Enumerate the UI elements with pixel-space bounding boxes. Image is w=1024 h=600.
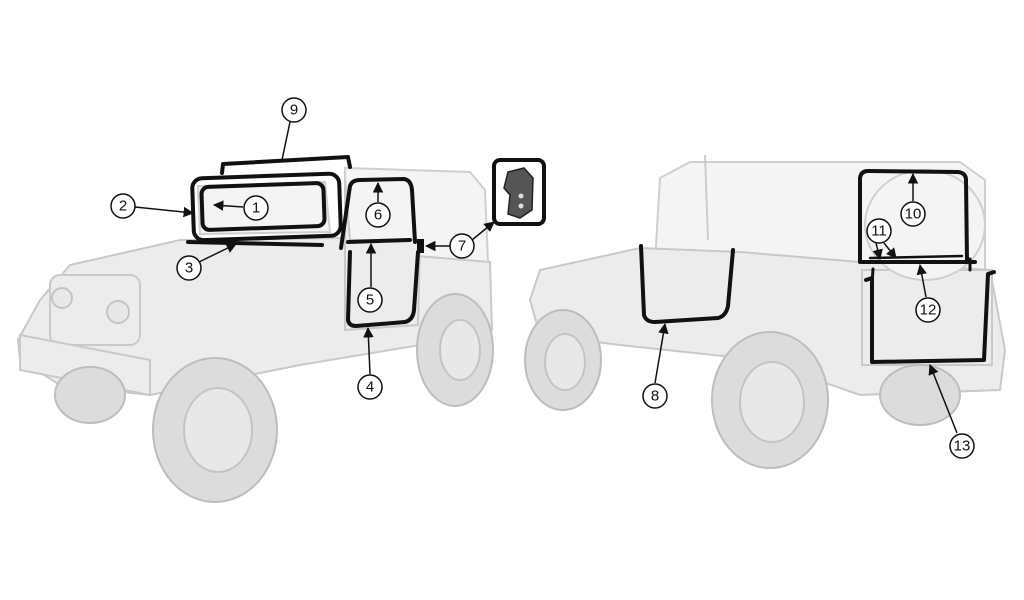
- part-inset-image: [503, 167, 534, 219]
- svg-text:3: 3: [185, 260, 193, 277]
- svg-text:2: 2: [119, 198, 127, 215]
- svg-text:12: 12: [920, 302, 937, 319]
- callout-6: 6: [365, 202, 391, 228]
- callout-5: 5: [357, 287, 383, 313]
- svg-text:7: 7: [458, 238, 466, 255]
- callout-4: 4: [357, 374, 383, 400]
- callout-2: 2: [110, 193, 136, 219]
- svg-text:11: 11: [871, 223, 887, 240]
- door-belt-seal: [346, 238, 412, 244]
- svg-text:1: 1: [252, 200, 260, 217]
- cowl-seal: [186, 240, 324, 247]
- door-lower-seal: [346, 250, 420, 328]
- svg-text:8: 8: [651, 388, 659, 405]
- callout-1: 1: [243, 195, 269, 221]
- callout-8: 8: [642, 383, 668, 409]
- callout-10: 10: [900, 201, 926, 227]
- front-vehicle-illustration: [16, 166, 494, 503]
- callout-9: 9: [281, 97, 307, 123]
- callout-11: 11: [866, 218, 892, 244]
- door-upper-seal: [339, 177, 417, 250]
- callout-3: 3: [176, 255, 202, 281]
- tailgate-frame-seal: [858, 169, 969, 264]
- rear-vehicle-illustration: [524, 154, 1007, 469]
- windshield-glass-seal: [199, 181, 327, 232]
- svg-text:9: 9: [290, 102, 298, 119]
- svg-text:4: 4: [366, 379, 374, 396]
- header-seal: [220, 155, 352, 175]
- callout-13: 13: [949, 433, 975, 459]
- svg-text:13: 13: [954, 438, 971, 455]
- svg-text:6: 6: [374, 207, 382, 224]
- tailgate-bar-upper: [868, 254, 964, 260]
- door-striker-seal: [417, 239, 424, 253]
- leader-lines: [134, 121, 958, 434]
- svg-text:5: 5: [366, 292, 374, 309]
- callout-7: 7: [449, 233, 475, 259]
- callout-12: 12: [915, 297, 941, 323]
- rear-door-seal: [639, 244, 735, 324]
- svg-text:10: 10: [905, 206, 922, 223]
